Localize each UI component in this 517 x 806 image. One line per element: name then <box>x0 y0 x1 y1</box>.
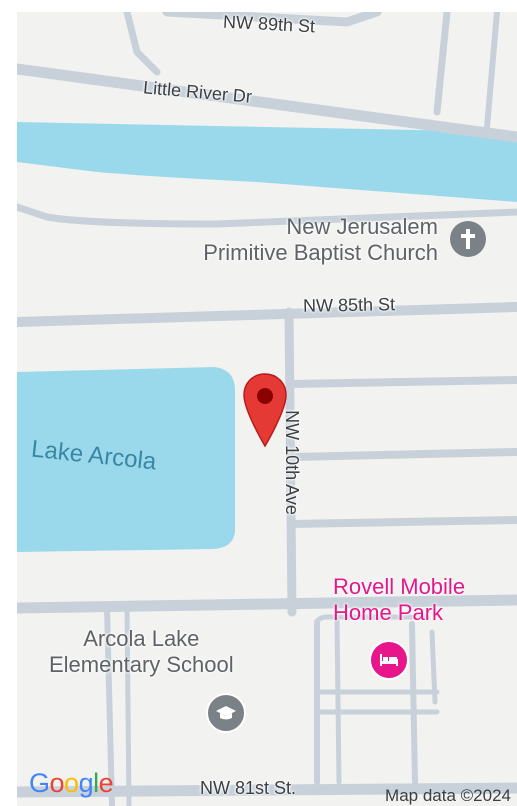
lake-water <box>17 367 235 552</box>
lodging-bed-icon[interactable] <box>369 640 409 680</box>
poi-church-line1: New Jerusalem <box>286 214 438 239</box>
road-nw-89th <box>162 12 382 27</box>
red-pin-marker-icon[interactable] <box>242 372 288 453</box>
road-top-right-2 <box>484 12 500 130</box>
road-below-canal <box>17 203 517 228</box>
graduation-cap-icon[interactable] <box>206 693 246 733</box>
road-side-1 <box>288 376 517 388</box>
road-top-left-curve <box>123 12 161 76</box>
google-logo: Google <box>29 768 114 798</box>
poi-church-line2: Primitive Baptist Church <box>203 240 438 265</box>
poi-mobile-home-line1: Rovell Mobile <box>333 574 466 599</box>
road-school-east <box>124 605 132 806</box>
road-nw-82nd <box>17 594 517 614</box>
road-label-nw-81st: NW 81st St. <box>200 778 297 798</box>
map-attribution[interactable]: Map data ©2024 <box>385 786 511 805</box>
poi-school-line1: Arcola Lake <box>83 626 200 651</box>
poi-church-label: New Jerusalem Primitive Baptist Church <box>203 214 438 266</box>
poi-school-line2: Elementary School <box>49 652 234 677</box>
road-nw-10th-ave <box>284 307 297 617</box>
poi-mobile-home-label: Rovell Mobile Home Park <box>333 574 465 626</box>
canal-water <box>17 122 517 202</box>
road-park-3 <box>409 621 418 785</box>
road-side-3 <box>288 516 517 528</box>
map-canvas[interactable]: NW 89th St Little River Dr NW 85th St NW… <box>17 12 517 806</box>
road-label-nw-85th: NW 85th St <box>302 294 396 316</box>
road-little-river <box>17 63 517 143</box>
road-top-right-1 <box>433 12 451 116</box>
poi-school-label: Arcola Lake Elementary School <box>49 626 234 678</box>
road-nw-81st <box>17 782 517 798</box>
road-side-2 <box>288 448 517 461</box>
poi-mobile-home-line2: Home Park <box>333 600 444 625</box>
road-park-2 <box>334 619 342 785</box>
road-school-west <box>104 605 115 806</box>
road-park-7 <box>429 629 438 705</box>
road-park-4 <box>314 614 430 627</box>
church-cross-icon[interactable] <box>450 221 486 257</box>
road-nw-85th <box>17 302 517 327</box>
map-base-layer <box>17 12 517 806</box>
